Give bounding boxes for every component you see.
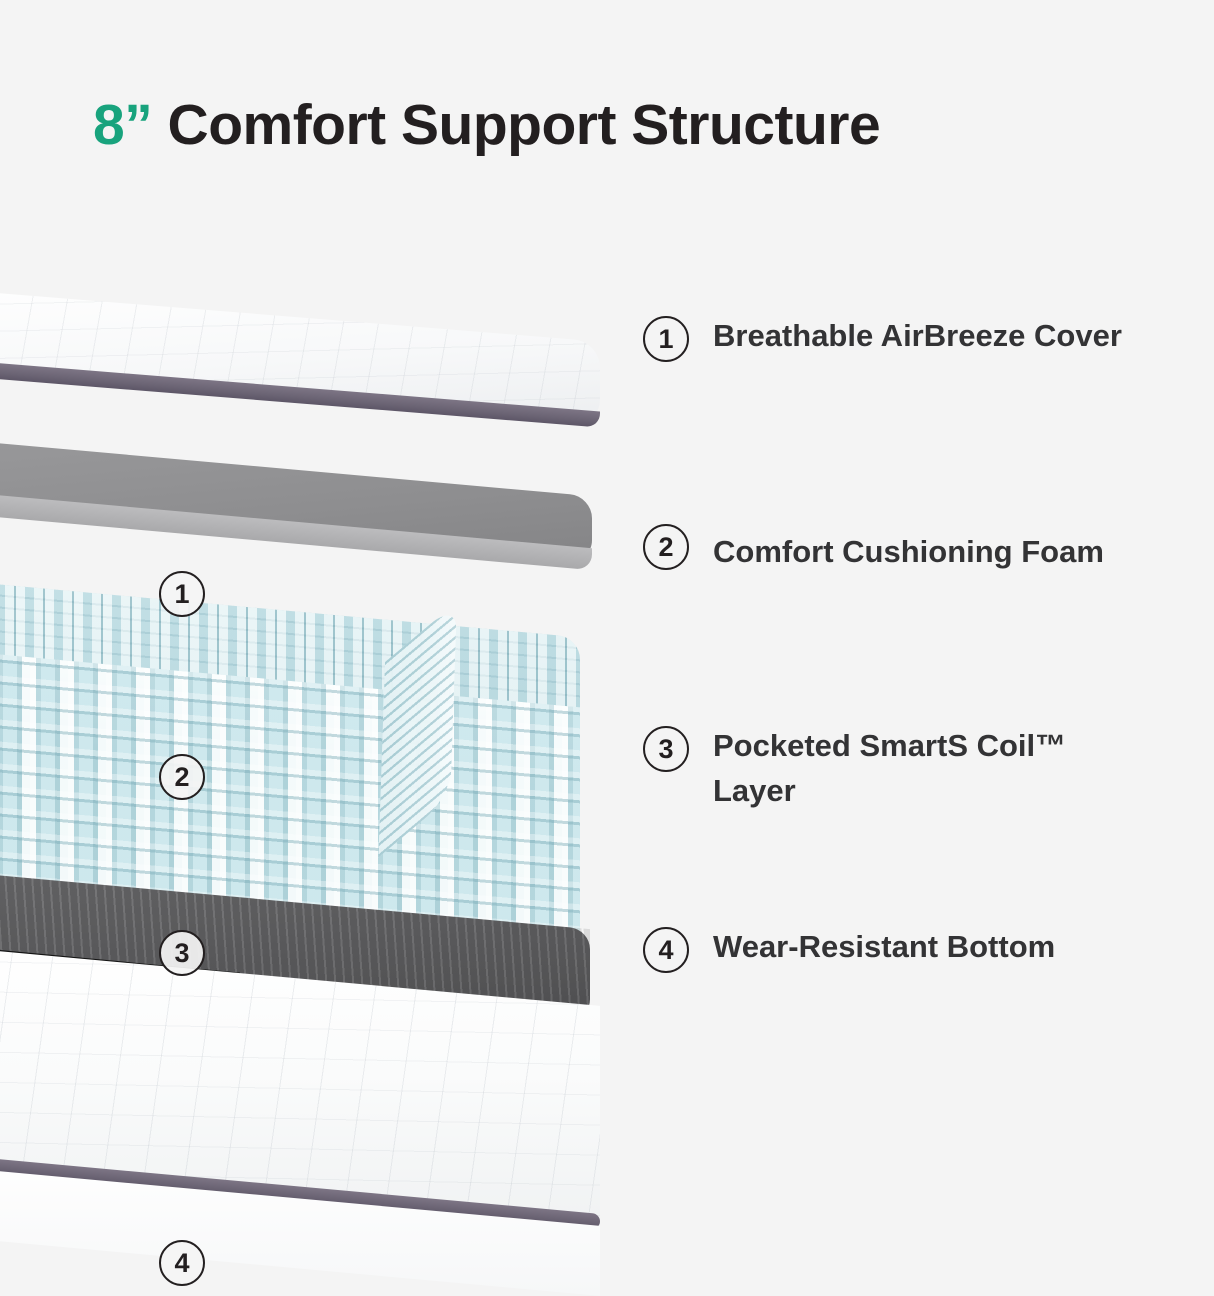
legend-label-4: Wear-Resistant Bottom: [713, 929, 1056, 964]
legend-label-2: Comfort Cushioning Foam: [713, 534, 1104, 569]
layer-cover: [0, 282, 600, 428]
legend-label-1: Breathable AirBreeze Cover: [713, 318, 1122, 353]
legend-item-1: 1 Breathable AirBreeze Cover: [643, 314, 1122, 362]
legend-item-3: 3 Pocketed SmartS Coil™ Layer: [643, 724, 1133, 814]
title-rest: Comfort Support Structure: [152, 93, 881, 157]
layer-base: [0, 860, 600, 1296]
legend-item-2: 2 Comfort Cushioning Foam: [643, 522, 1104, 582]
mattress-diagram: 1 2 3 4: [0, 250, 620, 1296]
layer-foam: [0, 430, 592, 571]
diagram-badge-1: 1: [159, 571, 205, 617]
legend-label-3: Pocketed SmartS Coil™ Layer: [713, 728, 1067, 808]
legend-badge-4: 4: [643, 927, 689, 973]
legend-item-4: 4 Wear-Resistant Bottom: [643, 925, 1055, 973]
title-accent: 8”: [93, 93, 153, 157]
legend-badge-3: 3: [643, 726, 689, 772]
infographic-canvas: 8” Comfort Support Structure 1 2 3 4: [0, 0, 1214, 1214]
diagram-badge-3: 3: [159, 930, 205, 976]
layer-coil: [0, 570, 580, 958]
legend-badge-1: 1: [643, 316, 689, 362]
legend-badge-2: 2: [643, 524, 689, 570]
page-title: 8” Comfort Support Structure: [93, 92, 881, 158]
diagram-badge-2: 2: [159, 754, 205, 800]
diagram-badge-4: 4: [159, 1240, 205, 1286]
